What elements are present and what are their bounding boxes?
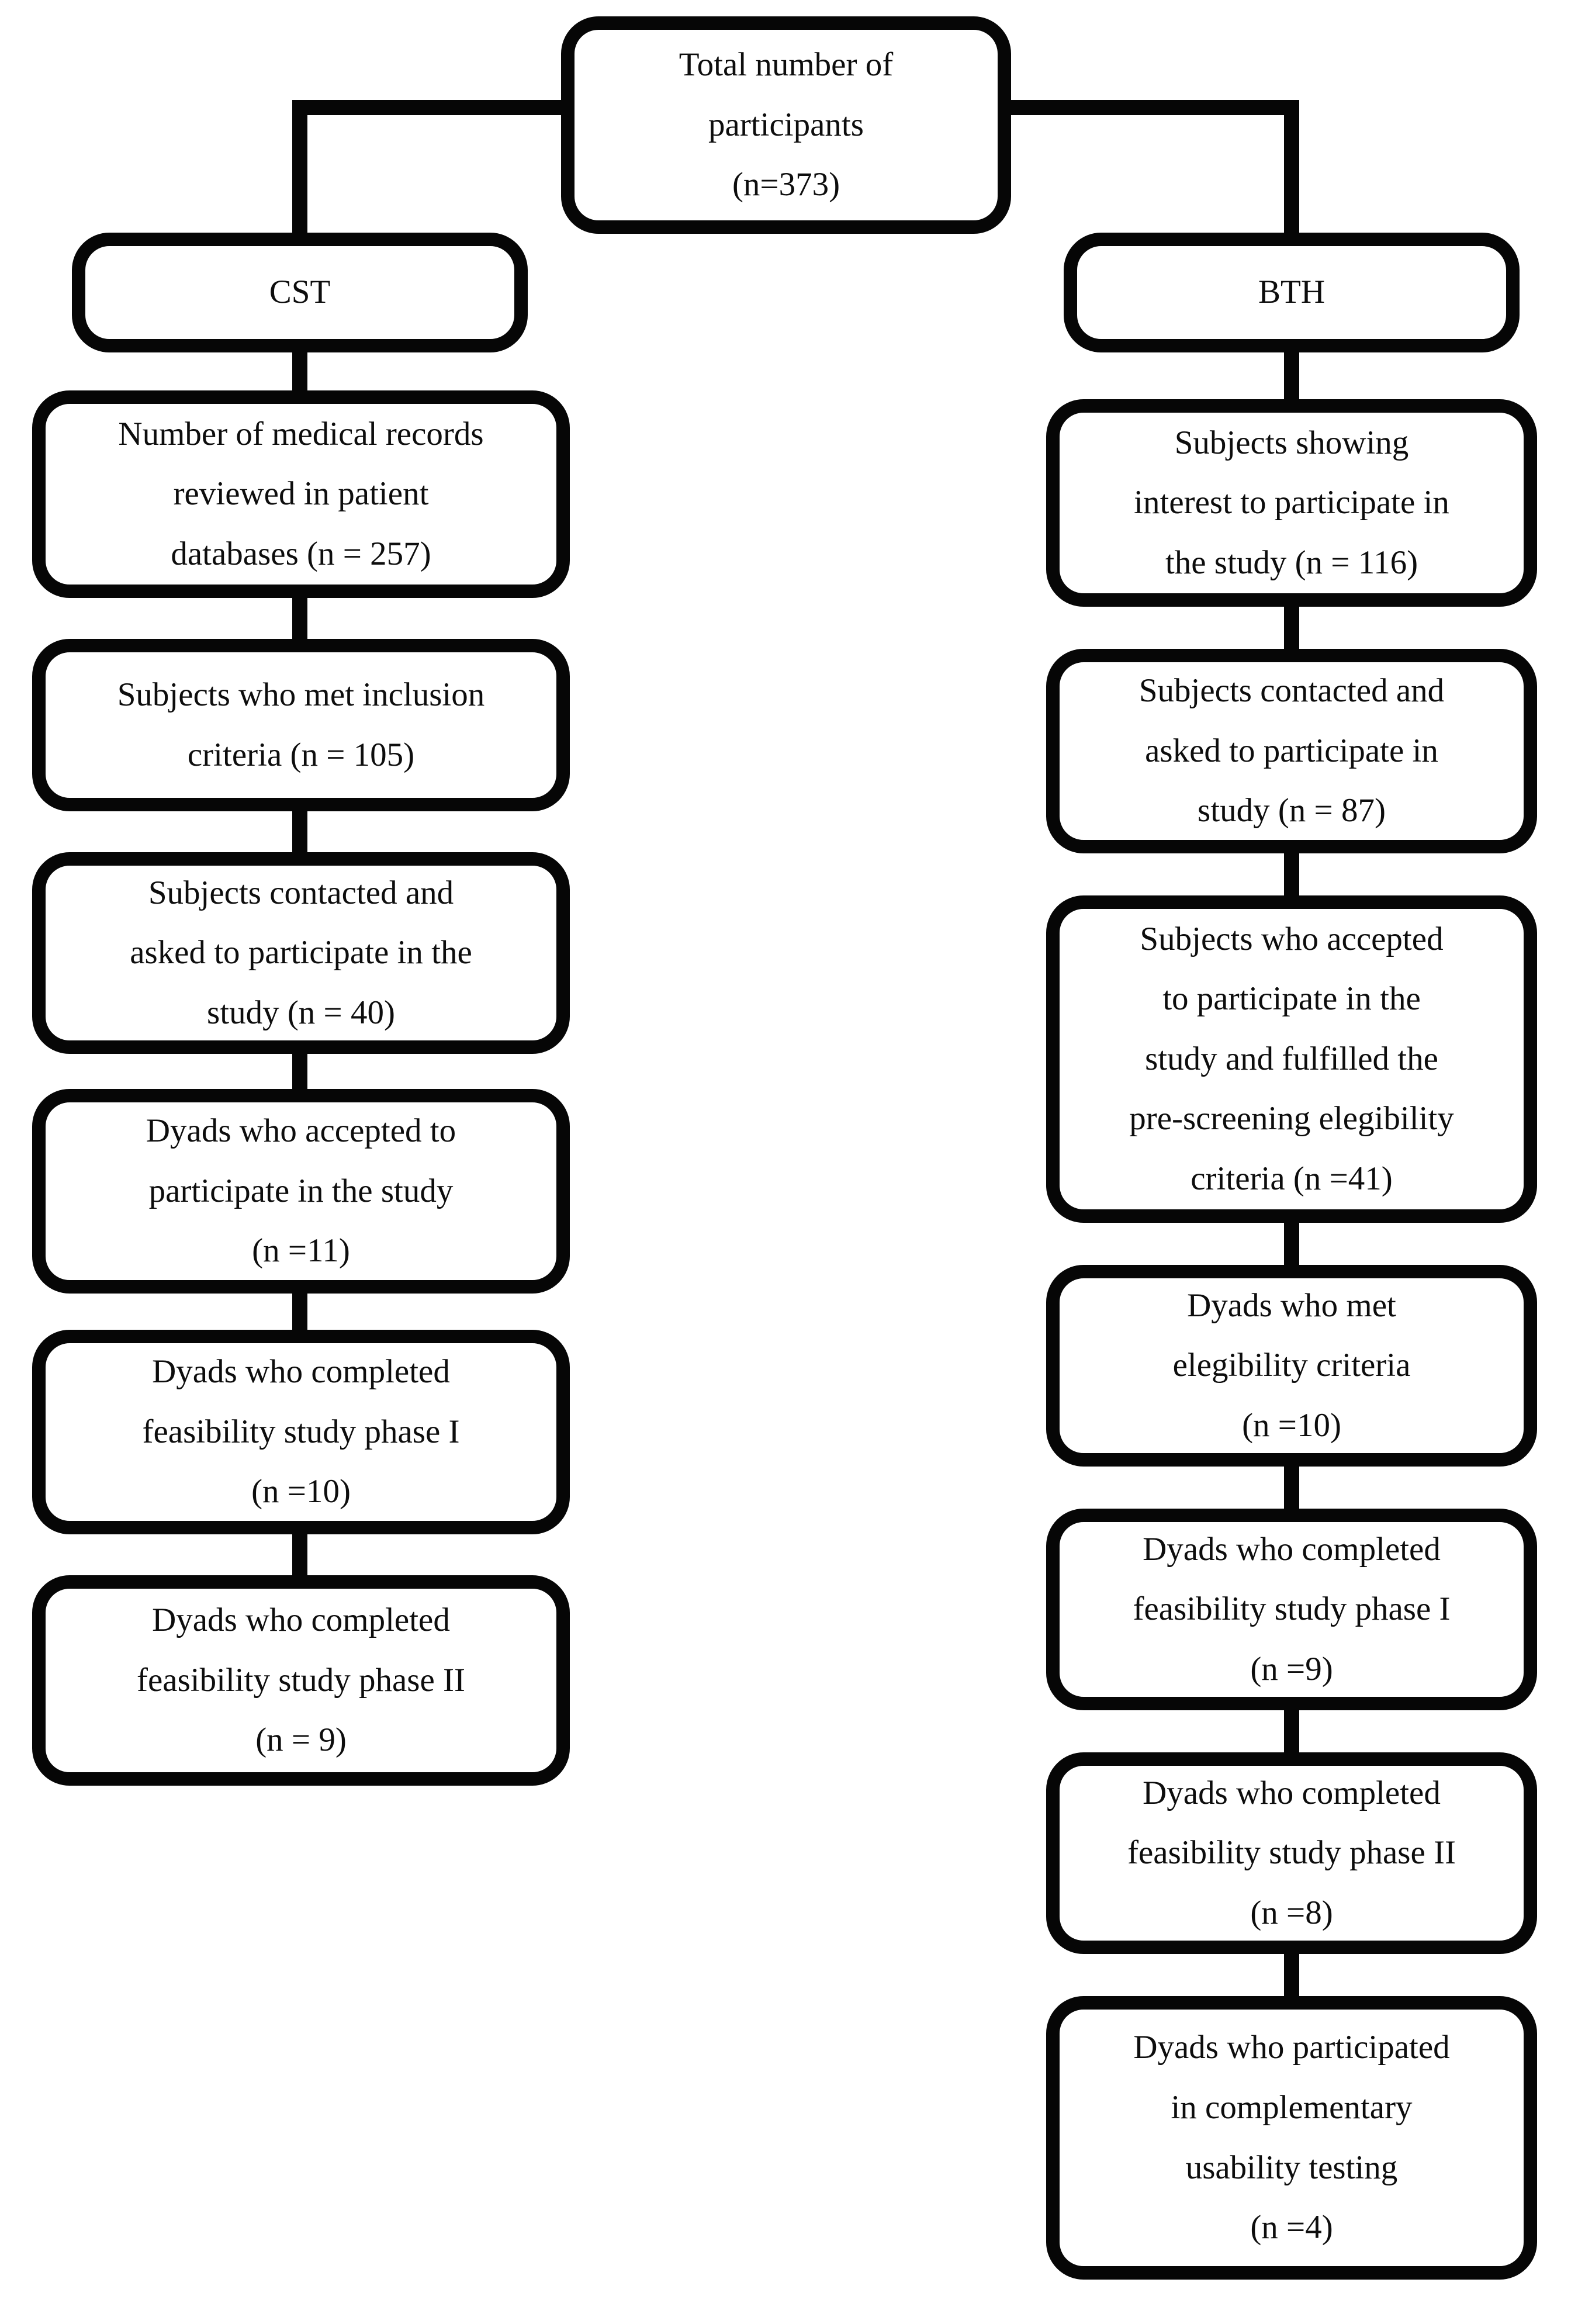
flow-box-bth-header: BTH xyxy=(1064,233,1520,352)
flow-box-bth-phase2: Dyads who completed feasibility study ph… xyxy=(1046,1752,1537,1954)
flow-box-bth-phase1: Dyads who completed feasibility study ph… xyxy=(1046,1509,1537,1710)
flow-box-bth-usability: Dyads who participated in complementary … xyxy=(1046,1996,1537,2280)
connector-cst-5 xyxy=(292,1292,307,1331)
connector-cst-2 xyxy=(292,597,307,640)
flow-box-cst-phase2: Dyads who completed feasibility study ph… xyxy=(32,1575,570,1786)
flow-box-total-participants: Total number of participants (n=373) xyxy=(561,16,1011,234)
flow-box-cst-phase1: Dyads who completed feasibility study ph… xyxy=(32,1330,570,1534)
connector-bth-1 xyxy=(1284,351,1299,400)
flow-box-bth-eligibility: Dyads who met elegibility criteria (n =1… xyxy=(1046,1265,1537,1467)
connector-bth-4 xyxy=(1284,1222,1299,1266)
connector-top-to-bth xyxy=(1284,100,1299,236)
flow-box-cst-inclusion-criteria: Subjects who met inclusion criteria (n =… xyxy=(32,639,570,811)
connector-cst-4 xyxy=(292,1053,307,1090)
connector-cst-1 xyxy=(292,351,307,392)
connector-bth-7 xyxy=(1284,1953,1299,1997)
flow-box-bth-interest: Subjects showing interest to participate… xyxy=(1046,399,1537,607)
flow-box-cst-records-reviewed: Number of medical records reviewed in pa… xyxy=(32,390,570,598)
flow-box-bth-accepted-prescreening: Subjects who accepted to participate in … xyxy=(1046,895,1537,1223)
flow-box-bth-contacted: Subjects contacted and asked to particip… xyxy=(1046,649,1537,853)
connector-cst-6 xyxy=(292,1533,307,1576)
connector-bth-3 xyxy=(1284,852,1299,897)
flow-box-cst-contacted: Subjects contacted and asked to particip… xyxy=(32,852,570,1054)
flow-box-cst-accepted: Dyads who accepted to participate in the… xyxy=(32,1089,570,1294)
connector-cst-3 xyxy=(292,810,307,853)
connector-bth-2 xyxy=(1284,606,1299,650)
flow-box-cst-header: CST xyxy=(72,233,528,352)
connector-top-to-cst xyxy=(292,100,307,236)
connector-bth-5 xyxy=(1284,1465,1299,1510)
connector-bth-6 xyxy=(1284,1709,1299,1754)
